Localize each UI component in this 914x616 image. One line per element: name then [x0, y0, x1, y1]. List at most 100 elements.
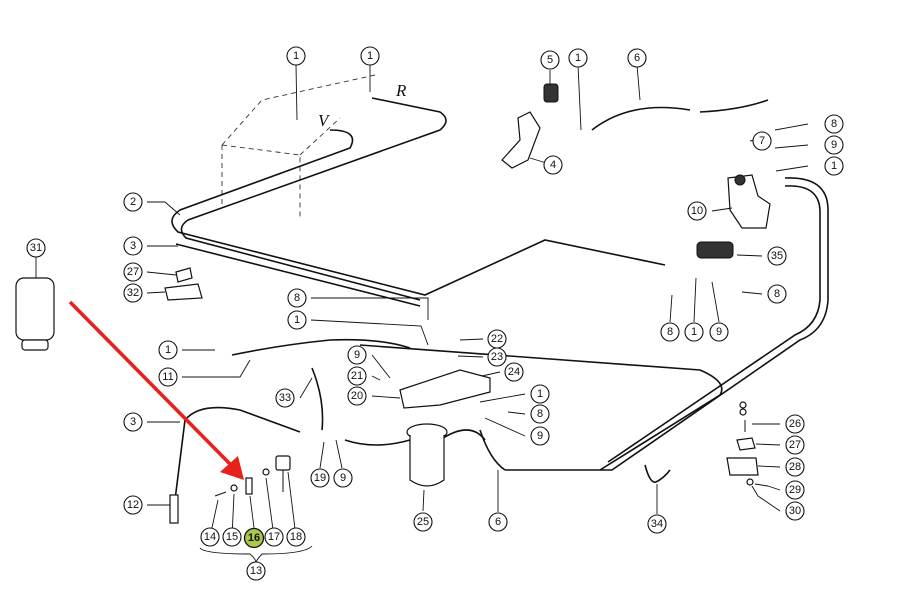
- svg-text:13: 13: [250, 565, 262, 577]
- svg-text:27: 27: [789, 439, 801, 451]
- svg-text:6: 6: [495, 516, 501, 528]
- connector-35-part: [696, 241, 734, 259]
- svg-text:12: 12: [127, 499, 139, 511]
- fuel-pipe-upper: [591, 99, 769, 131]
- svg-text:18: 18: [290, 531, 302, 543]
- callout-22: 22: [487, 329, 507, 349]
- svg-text:9: 9: [831, 139, 837, 151]
- svg-text:1: 1: [367, 50, 373, 62]
- callout-9: 9: [709, 322, 729, 342]
- svg-text:23: 23: [491, 351, 503, 363]
- svg-text:8: 8: [667, 326, 673, 338]
- clip-part: [644, 464, 671, 483]
- callout-8: 8: [660, 322, 680, 342]
- callout-15: 15: [222, 527, 242, 547]
- svg-text:1: 1: [294, 314, 300, 326]
- fuel-pipe-hose: [231, 338, 411, 356]
- manifold-part: [399, 369, 491, 409]
- callout-1: 1: [287, 310, 307, 330]
- callout-19: 19: [310, 468, 330, 488]
- callout-9: 9: [530, 426, 550, 446]
- svg-text:9: 9: [716, 326, 722, 338]
- small-parts-group: [214, 455, 291, 497]
- svg-text:30: 30: [789, 505, 801, 517]
- svg-text:8: 8: [831, 118, 837, 130]
- svg-text:25: 25: [417, 516, 429, 528]
- svg-text:16: 16: [248, 532, 260, 544]
- callout-1: 1: [530, 384, 550, 404]
- callout-27: 27: [785, 435, 805, 455]
- svg-text:33: 33: [279, 392, 291, 404]
- svg-text:1: 1: [165, 344, 171, 356]
- svg-text:1: 1: [575, 52, 581, 64]
- label-r: R: [395, 81, 407, 100]
- fuel-tank-outline: [221, 74, 376, 220]
- callout-34: 34: [647, 514, 667, 534]
- fuel-pipe-33: [311, 367, 324, 431]
- callout-18: 18: [286, 527, 306, 547]
- fuel-pipe-main: [171, 97, 666, 307]
- svg-text:35: 35: [771, 250, 783, 262]
- svg-text:1: 1: [293, 50, 299, 62]
- svg-text:3: 3: [130, 416, 136, 428]
- callout-26: 26: [785, 414, 805, 434]
- svg-text:9: 9: [537, 430, 543, 442]
- callout-23: 23: [487, 347, 507, 367]
- highlight-arrow: [68, 300, 244, 480]
- fuel-pump-part: [727, 174, 771, 229]
- callout-35: 35: [767, 246, 787, 266]
- svg-text:5: 5: [547, 54, 553, 66]
- svg-text:11: 11: [162, 371, 173, 383]
- callout-33: 33: [275, 388, 295, 408]
- callout-3: 3: [123, 236, 143, 256]
- svg-text:27: 27: [127, 266, 139, 278]
- svg-text:21: 21: [351, 370, 363, 382]
- callout-8: 8: [287, 288, 307, 308]
- svg-text:26: 26: [789, 418, 801, 430]
- label-v: V: [318, 111, 331, 130]
- callout-24: 24: [504, 362, 524, 382]
- callout-11: 11: [158, 367, 178, 387]
- callout-9: 9: [333, 468, 353, 488]
- callout-1: 1: [684, 322, 704, 342]
- callout-28: 28: [785, 457, 805, 477]
- callout-5: 5: [540, 50, 560, 70]
- callout-2: 2: [123, 192, 143, 212]
- callout-31: 31: [26, 238, 46, 258]
- svg-text:20: 20: [351, 390, 363, 402]
- svg-text:7: 7: [759, 135, 765, 147]
- callout-16-highlighted: 16: [243, 527, 265, 549]
- svg-text:2: 2: [130, 196, 136, 208]
- svg-text:1: 1: [831, 160, 837, 172]
- callout-9: 9: [347, 345, 367, 365]
- callout-32: 32: [123, 283, 143, 303]
- callout-8: 8: [824, 114, 844, 134]
- callout-30: 30: [785, 501, 805, 521]
- leader-lines: [35, 64, 809, 564]
- callout-8: 8: [530, 404, 550, 424]
- fuel-pipe-6-lower: [479, 429, 506, 471]
- callout-17: 17: [264, 527, 284, 547]
- callout-4: 4: [543, 155, 563, 175]
- svg-text:22: 22: [491, 333, 503, 345]
- canister-part: [15, 277, 55, 351]
- svg-text:6: 6: [634, 52, 640, 64]
- svg-text:8: 8: [294, 292, 300, 304]
- svg-text:1: 1: [537, 388, 543, 400]
- svg-text:28: 28: [789, 461, 801, 473]
- callout-9: 9: [824, 135, 844, 155]
- svg-text:9: 9: [354, 349, 360, 361]
- svg-text:15: 15: [226, 531, 238, 543]
- svg-text:24: 24: [508, 366, 520, 378]
- svg-text:1: 1: [691, 326, 697, 338]
- fuel-filter-part: [406, 423, 448, 487]
- right-small-parts: [726, 401, 769, 487]
- callout-1: 1: [158, 340, 178, 360]
- callout-1: 1: [568, 48, 588, 68]
- svg-text:17: 17: [268, 531, 280, 543]
- callout-1: 1: [286, 46, 306, 66]
- svg-text:32: 32: [127, 287, 139, 299]
- fuel-pipe-return: [359, 177, 829, 471]
- fuel-pipe-lower: [174, 406, 301, 501]
- callout-14: 14: [200, 527, 220, 547]
